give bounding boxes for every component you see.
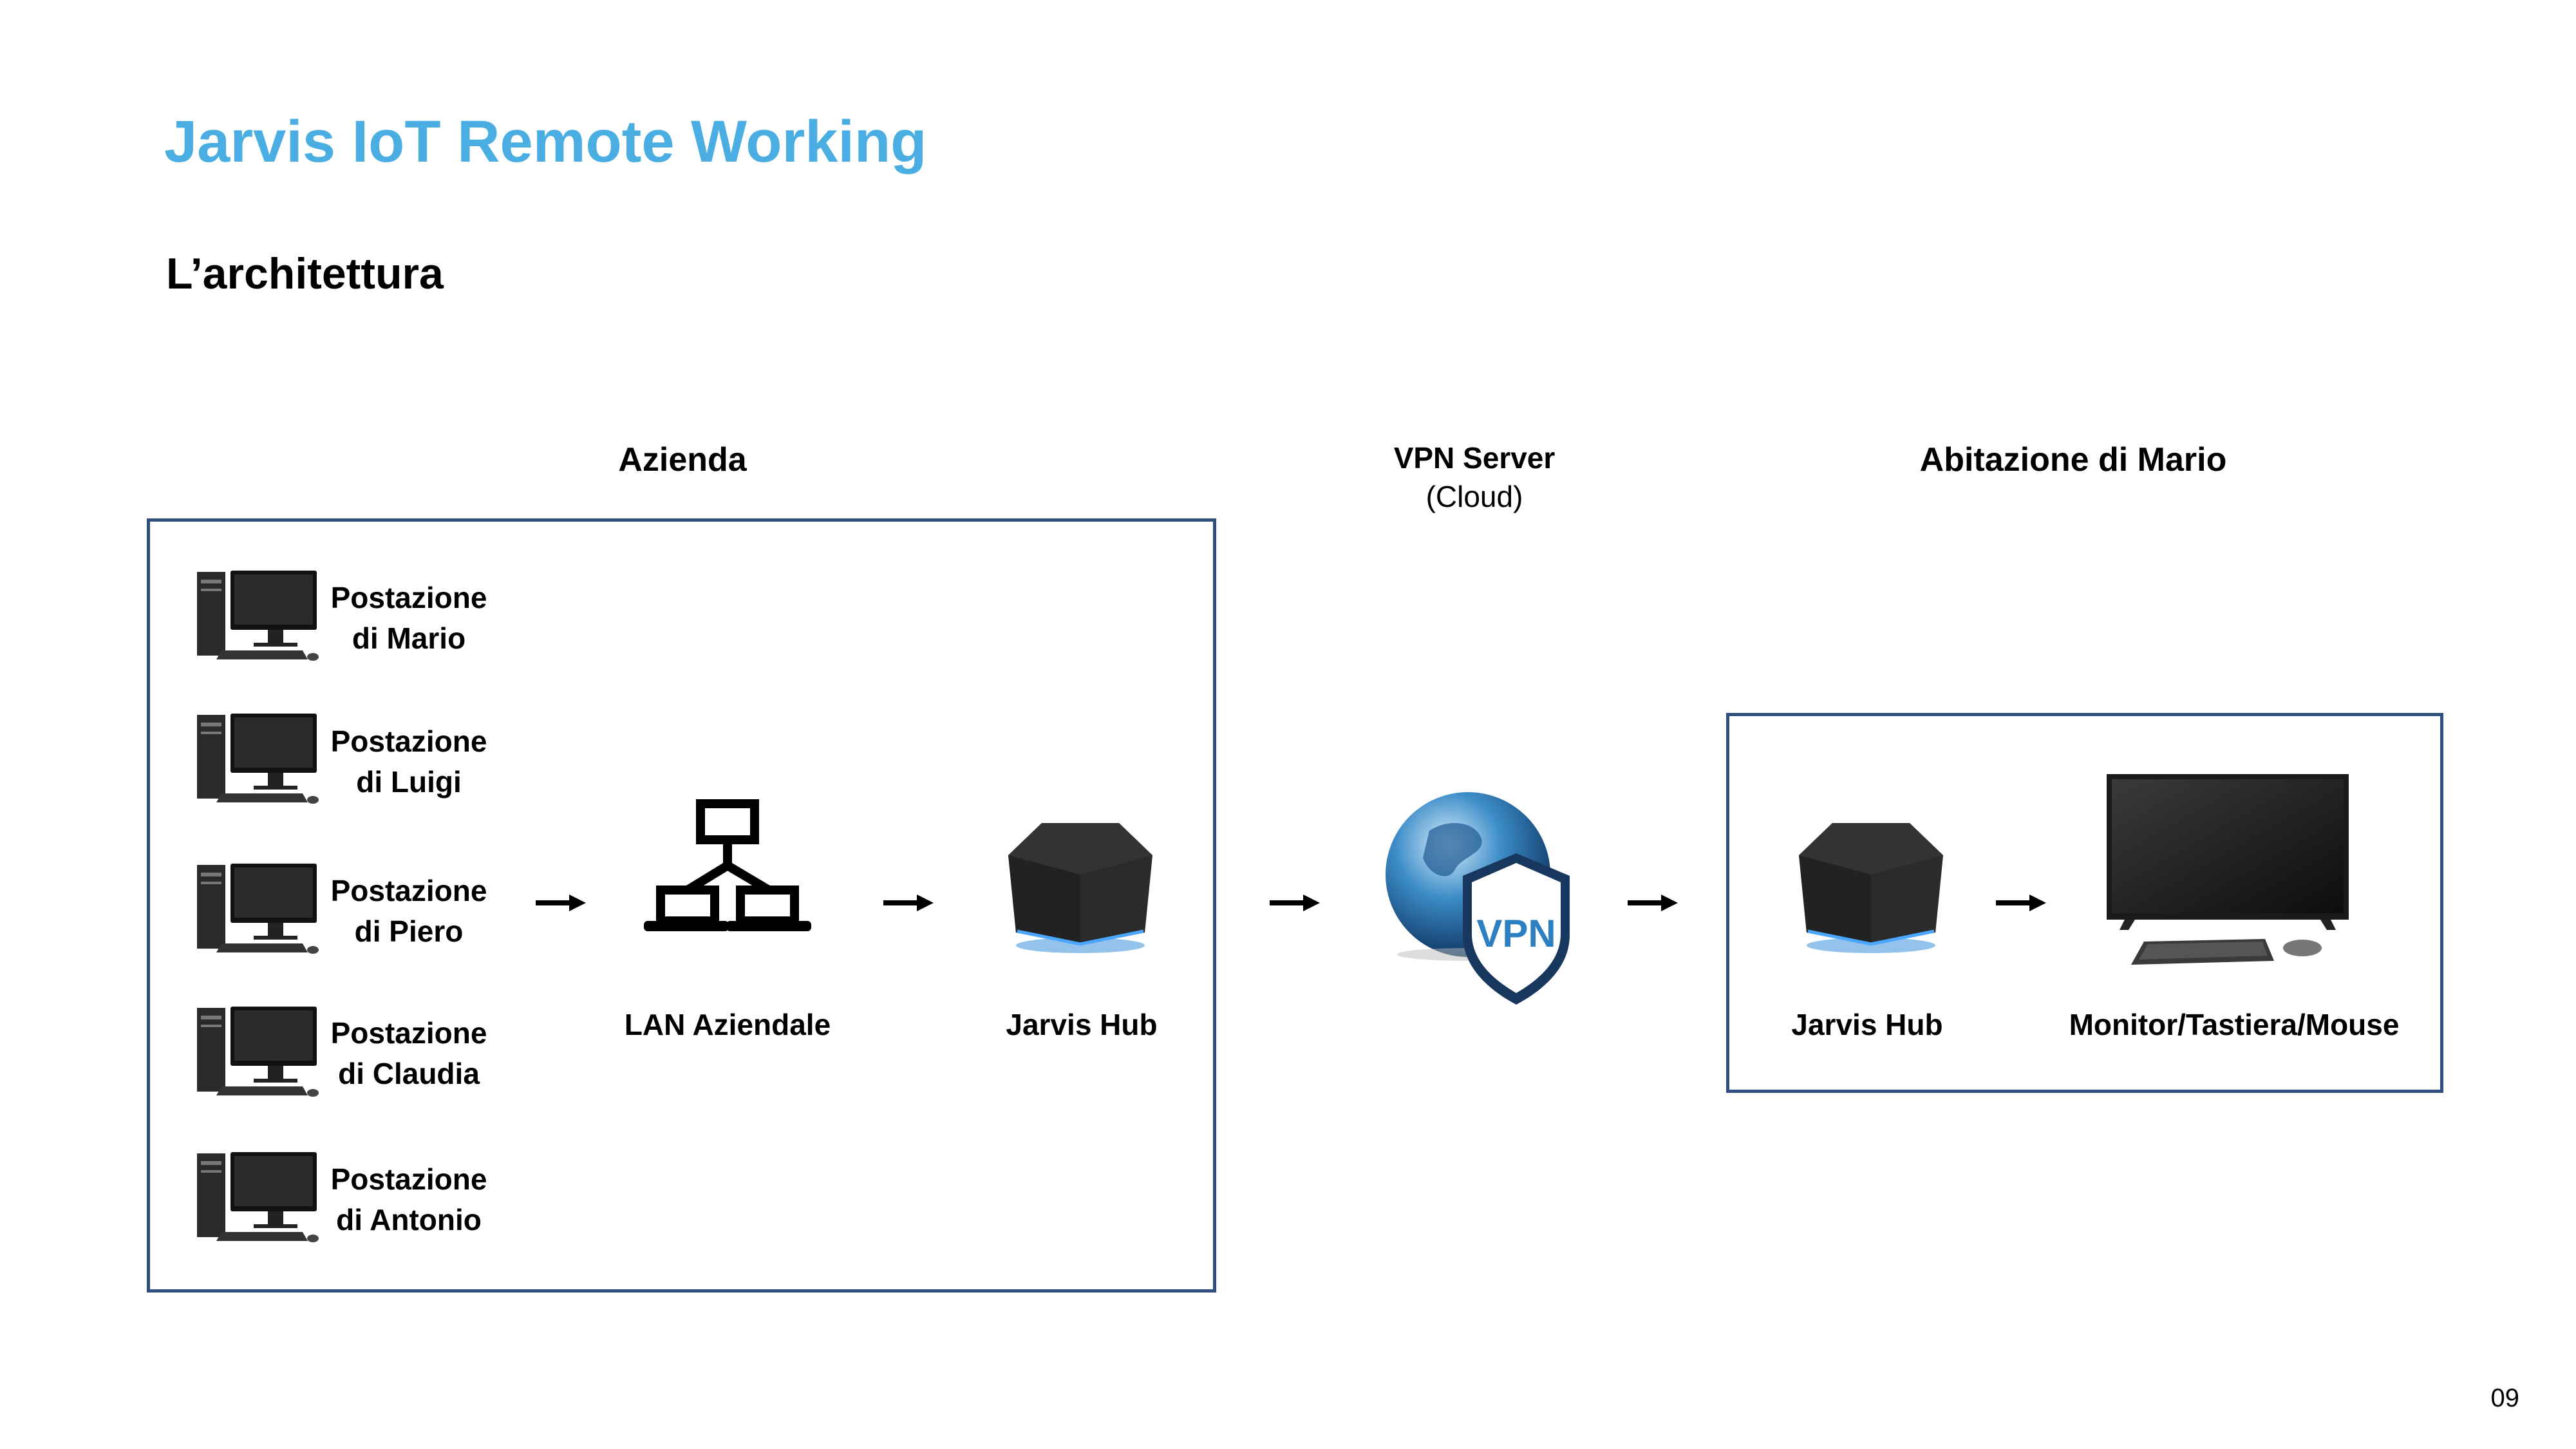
vpn-subheading: (Cloud) xyxy=(1425,480,1523,513)
workstation-luigi xyxy=(193,710,322,813)
arrow-right-icon xyxy=(1628,895,1678,911)
arrow-right-icon xyxy=(536,895,586,911)
workstation-claudia xyxy=(193,1003,322,1106)
arrow-right-icon xyxy=(1996,895,2046,911)
peripherals-label: Monitor/Tastiera/Mouse xyxy=(2069,1008,2400,1041)
flow-arrow-3 xyxy=(1270,893,1321,913)
home-hub-label: Jarvis Hub xyxy=(1791,1008,1943,1041)
home-frame xyxy=(1726,713,2443,1093)
slide-title: Jarvis IoT Remote Working xyxy=(164,109,927,175)
lan-label: LAN Aziendale xyxy=(624,1008,831,1041)
desktop-computer-icon xyxy=(193,567,322,670)
desktop-computer-icon xyxy=(193,1148,322,1251)
mouse-icon xyxy=(2283,940,2322,956)
hub-device-icon xyxy=(1003,817,1158,958)
arrow-right-icon xyxy=(883,895,934,911)
flow-arrow-5 xyxy=(1996,893,2047,913)
arrow-right-icon xyxy=(1270,895,1320,911)
slide-subtitle: L’architettura xyxy=(166,249,444,298)
page-number: 09 xyxy=(2490,1384,2520,1412)
workstation-antonio xyxy=(193,1148,322,1251)
network-lan-icon xyxy=(644,799,811,934)
vpn-badge-text: VPN xyxy=(1476,912,1556,955)
desktop-computer-icon xyxy=(193,710,322,813)
vpn-heading: VPN Server xyxy=(1393,441,1556,475)
company-heading: Azienda xyxy=(618,441,747,478)
flow-arrow-1 xyxy=(536,893,587,913)
company-hub-label: Jarvis Hub xyxy=(1006,1008,1158,1041)
desktop-computer-icon xyxy=(193,1003,322,1106)
workstation-mario xyxy=(193,567,322,670)
company-frame xyxy=(147,518,1216,1293)
flow-arrow-4 xyxy=(1628,893,1679,913)
home-heading: Abitazione di Mario xyxy=(1919,441,2227,478)
tv-monitor-icon xyxy=(2105,773,2356,972)
desktop-computer-icon xyxy=(193,860,322,963)
keyboard-icon xyxy=(2131,939,2274,965)
globe-vpn-icon: VPN xyxy=(1384,786,1577,1011)
hub-device-icon xyxy=(1794,817,1948,958)
flow-arrow-2 xyxy=(883,893,935,913)
workstation-piero xyxy=(193,860,322,963)
